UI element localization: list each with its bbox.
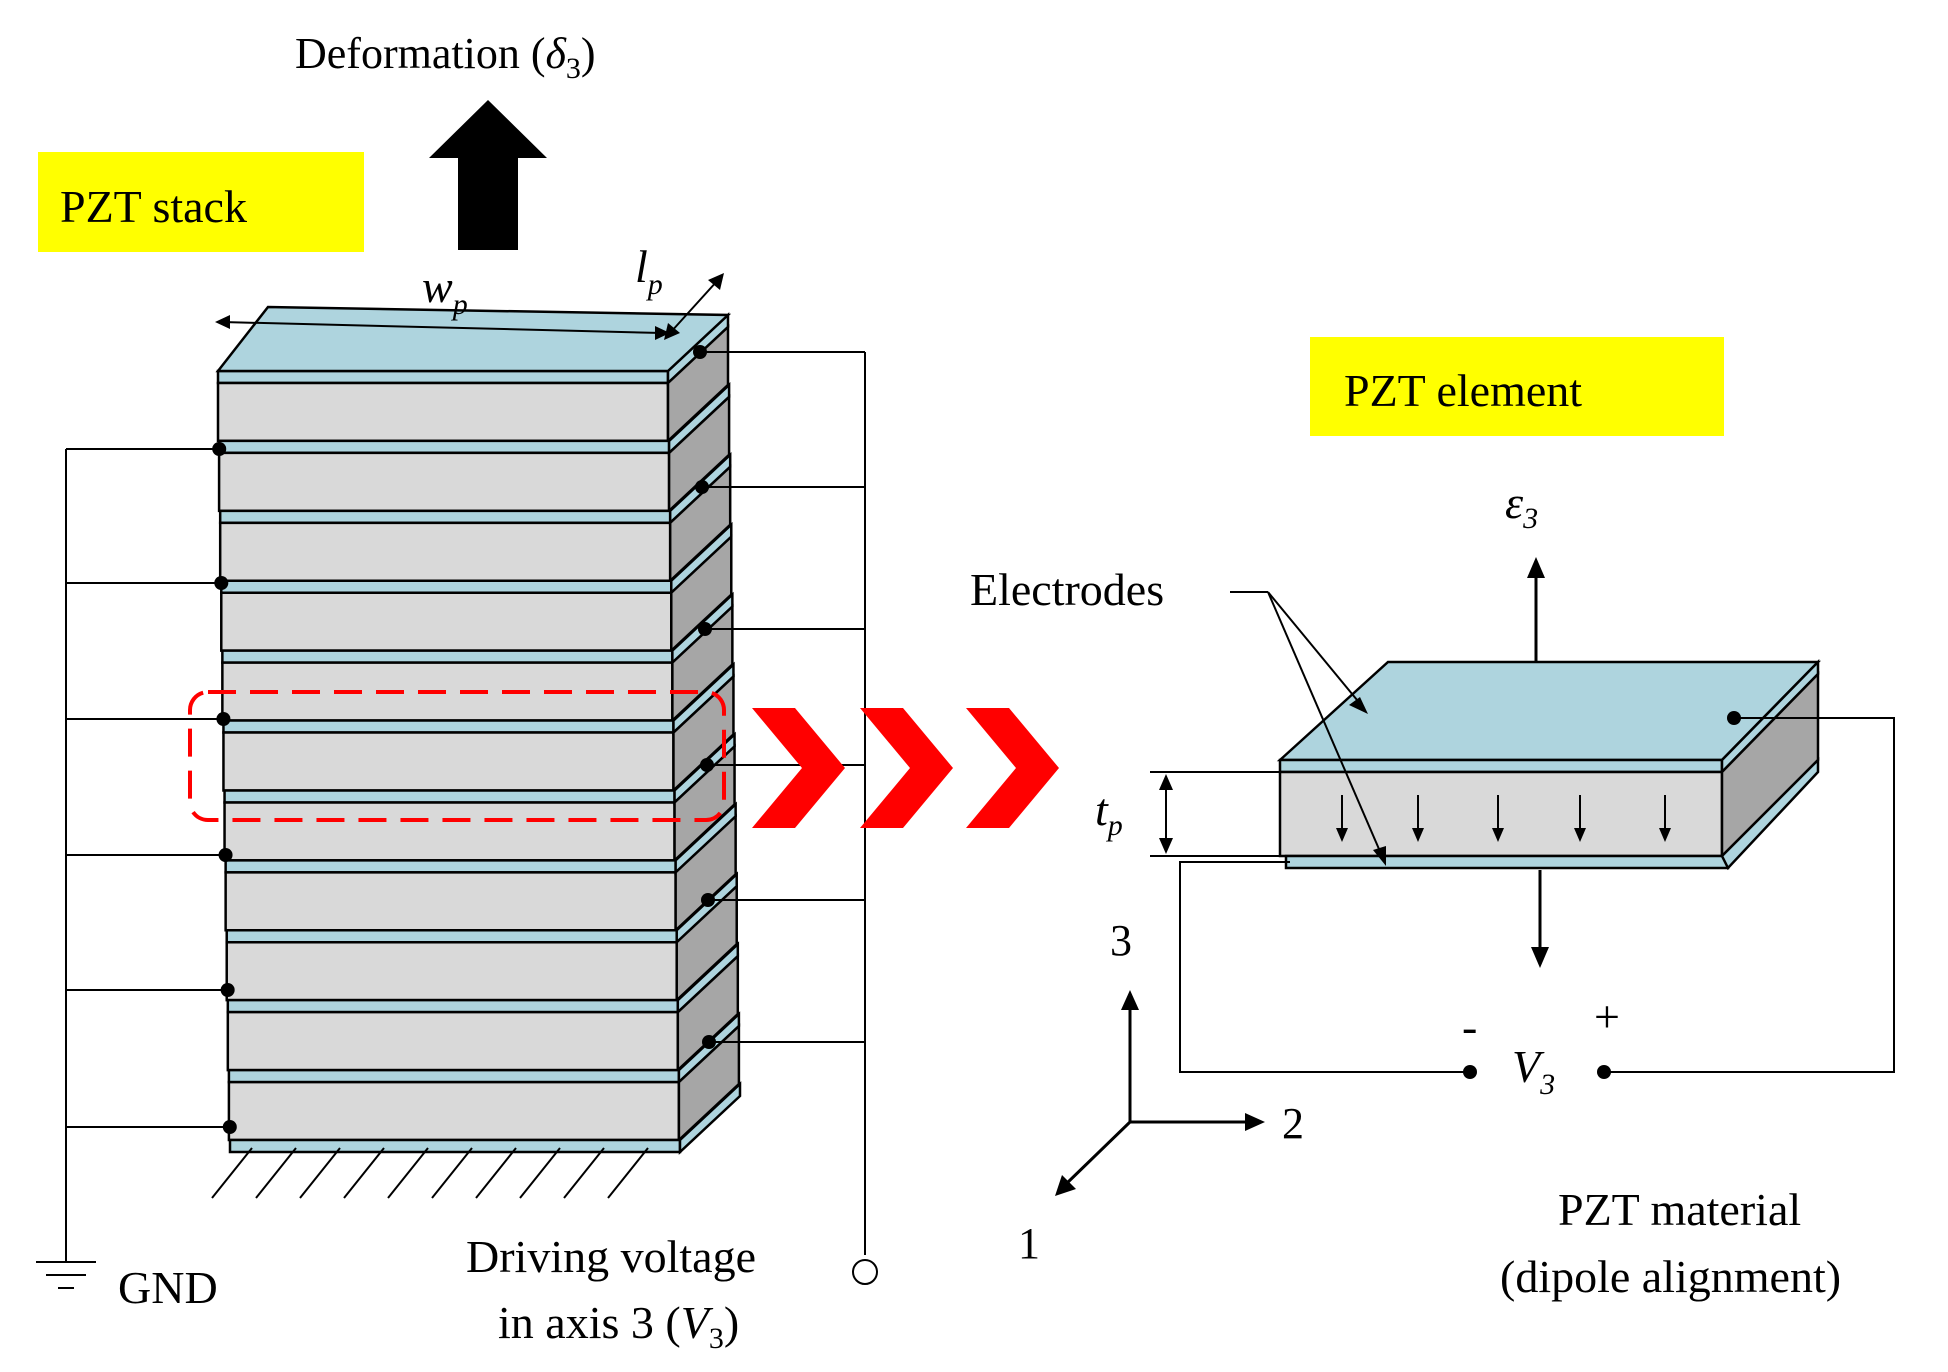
- material-label-line2: (dipole alignment): [1500, 1251, 1841, 1302]
- element-circuit: [1179, 711, 1895, 1079]
- drive-tap-dot: [702, 1035, 716, 1049]
- hatch-line: [299, 1147, 341, 1199]
- drive-tap-dot: [695, 480, 709, 494]
- gnd-tap-dot: [220, 983, 235, 997]
- axis-3-label: 3: [1110, 916, 1132, 965]
- hatch-line: [475, 1147, 517, 1199]
- strain-symbol: ε3: [1505, 477, 1538, 535]
- gnd-tap-dot: [222, 1120, 237, 1134]
- stack-ceramic-front: [226, 1010, 680, 1072]
- length-dimension: [664, 273, 724, 340]
- stack-ceramic-front: [227, 1080, 681, 1142]
- electrodes-label: Electrodes: [970, 564, 1164, 615]
- hatch-line: [343, 1147, 385, 1199]
- electrodes-leader-lines: [1230, 591, 1386, 866]
- stack-bottom-electrode: [228, 1138, 682, 1154]
- drive-wiring: [852, 352, 878, 1285]
- deformation-arrow-icon: [429, 100, 547, 250]
- minus-sign: -: [1462, 1001, 1477, 1052]
- stack-ceramic-front: [216, 381, 670, 443]
- stack-ceramic-front: [220, 591, 673, 652]
- dipole-arrow-icon: [1659, 828, 1671, 842]
- dipole-arrows: [1336, 795, 1671, 842]
- deformation-label: Deformation (δ3): [295, 29, 596, 85]
- stack-electrode-front: [216, 369, 670, 385]
- hatch-line: [387, 1147, 429, 1199]
- axis-1-label: 1: [1018, 1219, 1040, 1268]
- drive-tap-dot: [698, 622, 712, 636]
- gnd-tap-dot: [218, 848, 233, 862]
- width-dimension: [215, 315, 670, 340]
- drive-label-line2: in axis 3 (V3): [498, 1297, 739, 1355]
- stack-layers: [216, 312, 742, 1155]
- pzt-element-block: [1276, 658, 1821, 871]
- length-symbol: lp: [635, 241, 663, 301]
- material-label-line1: PZT material: [1558, 1184, 1801, 1235]
- stack-ceramic-front: [217, 451, 671, 513]
- pzt-stack-badge-text: PZT stack: [60, 181, 247, 232]
- stack-electrode-front: [222, 719, 675, 734]
- drive-tap-dot: [701, 893, 715, 907]
- stack-electrode-front: [218, 509, 672, 525]
- voltage-symbol: V3: [1512, 1041, 1555, 1101]
- stack-ceramic-front: [224, 871, 677, 932]
- ground-hatch: [211, 1147, 649, 1199]
- hatch-line: [211, 1147, 253, 1199]
- stack-ceramic-front: [218, 521, 672, 582]
- thickness-dimension: [1150, 771, 1285, 857]
- stack-electrode-front: [226, 998, 680, 1014]
- hatch-line: [255, 1147, 297, 1199]
- stack-electrode-front: [217, 439, 671, 455]
- stack-wires: [66, 345, 865, 1134]
- stack-electrode-front: [224, 859, 677, 874]
- coordinate-axes-icon: [1055, 990, 1265, 1196]
- axis-2-label: 2: [1282, 1099, 1304, 1148]
- drive-tap-dot: [700, 758, 714, 772]
- stack-electrode-front: [220, 579, 673, 594]
- drive-label-line1: Driving voltage: [466, 1231, 756, 1282]
- gnd-tap-dot: [212, 442, 227, 456]
- stack-ceramic-front: [222, 731, 675, 792]
- thickness-symbol: tp: [1095, 784, 1123, 842]
- width-symbol: wp: [422, 261, 468, 321]
- stack-top-face: [215, 305, 732, 373]
- stack-ceramic-front: [225, 941, 678, 1002]
- gnd-wiring: [36, 449, 96, 1289]
- hatch-line: [563, 1147, 605, 1199]
- gnd-tap-dot: [214, 576, 229, 590]
- gnd-tap-dot: [216, 712, 231, 726]
- dipole-arrow-icon: [1492, 828, 1504, 842]
- dipole-arrow-icon: [1574, 828, 1586, 842]
- highlight-box: [188, 690, 726, 822]
- pzt-element-badge-text: PZT element: [1344, 365, 1582, 416]
- pzt-stack-badge: [38, 152, 364, 252]
- stack-ceramic-front: [223, 801, 676, 862]
- strain-down-arrow-icon: [1531, 870, 1549, 968]
- stack-electrode-front: [227, 1068, 681, 1084]
- gnd-label: GND: [118, 1262, 218, 1313]
- hatch-line: [519, 1147, 561, 1199]
- stack-electrode-front: [225, 929, 678, 944]
- hatch-line: [431, 1147, 473, 1199]
- stack-bottom-electrode-side: [678, 1081, 742, 1155]
- stack-electrode-front: [223, 789, 676, 804]
- chevron-arrows-icon: [752, 708, 1059, 828]
- pzt-element-badge: [1310, 337, 1724, 436]
- stack-electrode-front: [221, 649, 674, 664]
- dipole-arrow-icon: [1336, 828, 1348, 842]
- dipole-arrow-icon: [1412, 828, 1424, 842]
- hatch-line: [607, 1147, 649, 1199]
- plus-sign: +: [1594, 991, 1620, 1042]
